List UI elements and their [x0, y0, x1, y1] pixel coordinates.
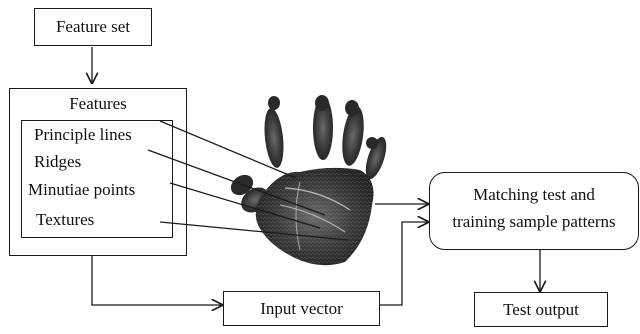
test-output-box: Test output	[474, 292, 608, 327]
matching-box: Matching test and training sample patter…	[429, 172, 639, 250]
input-vector-box: Input vector	[223, 291, 380, 326]
features-inner-box: Principle lines Ridges Minutiae points T…	[21, 120, 173, 238]
feature-ridges: Ridges	[34, 152, 82, 171]
pointer-textures	[159, 221, 349, 241]
input-vector-label: Input vector	[260, 299, 343, 318]
test-output-label: Test output	[503, 300, 579, 319]
arrow-input-to-matching	[380, 222, 428, 306]
feature-minutiae-points: Minutiae points	[28, 180, 136, 199]
feature-textures: Textures	[36, 210, 95, 229]
feature-set-label: Feature set	[55, 17, 131, 36]
feature-principle-lines: Principle lines	[34, 125, 132, 144]
feature-set-box: Feature set	[34, 8, 152, 46]
pointer-principle-lines	[159, 120, 297, 179]
features-title: Features	[69, 94, 127, 113]
matching-label-line1: Matching test and	[473, 185, 595, 204]
features-outer-box: Features	[9, 88, 187, 256]
arrow-features-to-input	[91, 256, 222, 305]
pointer-ridges	[147, 149, 326, 216]
matching-label-line2: training sample patterns	[452, 212, 616, 231]
pointer-minutiae	[169, 182, 321, 229]
